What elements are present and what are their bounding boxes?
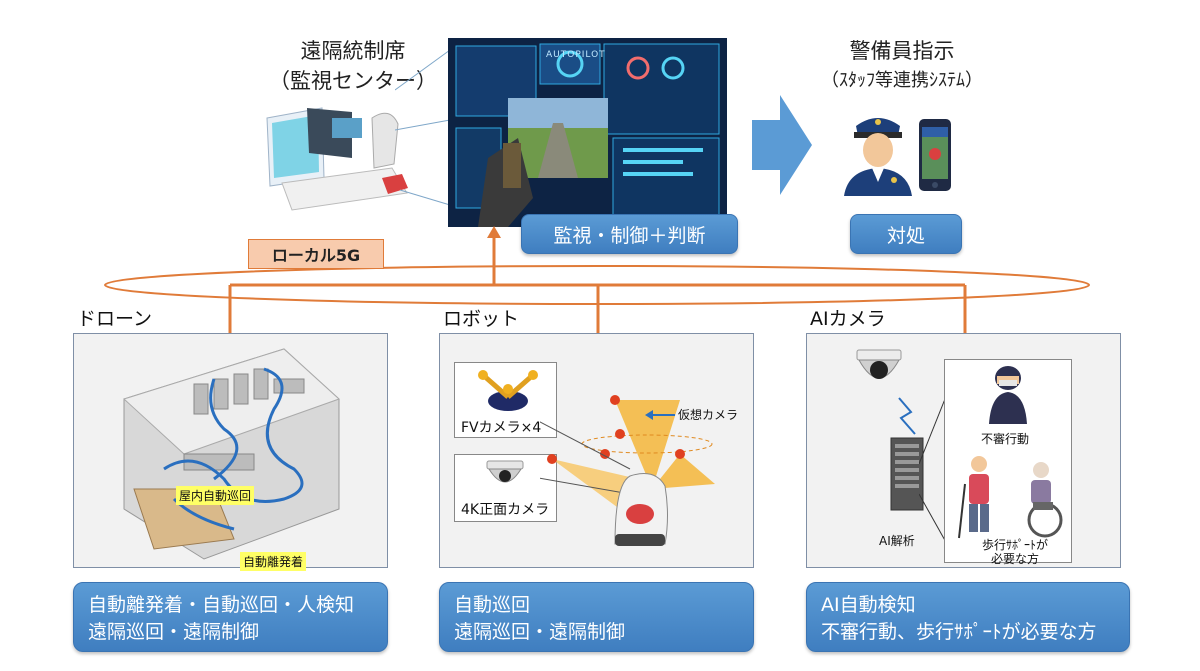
robot-panel: FVカメラ×4 4K正面カメラ 仮想カメラ bbox=[439, 333, 754, 568]
robot-desc-line2: 遠隔巡回・遠隔制御 bbox=[454, 621, 626, 643]
k4-camera-label: 4K正面カメラ bbox=[461, 502, 550, 518]
drone-label: ドローン bbox=[77, 308, 153, 330]
aicam-desc-line2: 不審行動、歩行ｻﾎﾟｰﾄが必要な方 bbox=[821, 621, 1097, 643]
support-label-line2: 必要な方 bbox=[990, 552, 1039, 566]
fv-camera-label: FVカメラ×4 bbox=[461, 420, 542, 436]
robot-desc-line1: 自動巡回 bbox=[454, 594, 531, 616]
robot-camera-cones bbox=[540, 395, 715, 546]
drone-takeoff-tag: 自動離発着 bbox=[240, 552, 307, 571]
ai-analysis-label: AI解析 bbox=[879, 534, 915, 548]
center-title-line2: （監視センター） bbox=[269, 69, 437, 93]
ai-link-lines bbox=[919, 394, 948, 544]
ai-server-icon bbox=[890, 437, 924, 511]
guard-title-line1: 警備員指示 bbox=[849, 39, 955, 63]
cockpit-illustration bbox=[266, 107, 408, 211]
monitor-title: AUTOPILOT bbox=[546, 50, 606, 60]
center-title: 遠隔統制席 （監視センター） bbox=[268, 36, 438, 96]
smartphone-icon bbox=[919, 119, 951, 191]
wheelchair-person-icon bbox=[1027, 462, 1063, 538]
control-room-screens bbox=[448, 38, 727, 227]
virtual-camera-label: 仮想カメラ bbox=[678, 408, 739, 422]
fv-camera-box: FVカメラ×4 bbox=[454, 362, 557, 438]
drone-panel: 屋内自動巡回 自動離発着 bbox=[73, 333, 388, 571]
connector-lines bbox=[395, 49, 451, 206]
suspicious-label: 不審行動 bbox=[981, 432, 1030, 446]
drone-desc-pill: 自動離発着・自動巡回・人検知 遠隔巡回・遠隔制御 bbox=[73, 582, 388, 652]
drone-indoor-tag: 屋内自動巡回 bbox=[176, 486, 255, 505]
ai-detection-box: 不審行動 歩行ｻﾎﾟｰﾄが 必要な方 bbox=[944, 359, 1072, 566]
walking-support-person-icon bbox=[958, 456, 989, 539]
aicam-panel: AI解析 不審行動 歩行ｻﾎﾟｰﾄが 必要な方 bbox=[806, 333, 1121, 568]
monitor-control-pill: 監視・制御＋判断 bbox=[521, 214, 738, 254]
suspicious-person-icon bbox=[989, 366, 1027, 424]
support-label-line1: 歩行ｻﾎﾟｰﾄが bbox=[981, 538, 1048, 552]
k4-camera-box: 4K正面カメラ bbox=[454, 454, 557, 522]
drone-desc-line1: 自動離発着・自動巡回・人検知 bbox=[88, 594, 355, 616]
wireless-signal-icon bbox=[898, 397, 916, 435]
guard-title: 警備員指示 （ｽﾀｯﾌ等連携ｼｽﾃﾑ） bbox=[792, 36, 1012, 96]
support-label: 歩行ｻﾎﾟｰﾄが 必要な方 bbox=[975, 538, 1055, 566]
drone-desc-line2: 遠隔巡回・遠隔制御 bbox=[88, 621, 260, 643]
dome-camera-icon bbox=[486, 460, 524, 483]
security-guard-icon bbox=[844, 118, 912, 196]
fv-camera-icon bbox=[478, 370, 538, 411]
right-arrow-icon bbox=[752, 95, 812, 195]
local-5g-badge: ローカル5G bbox=[248, 239, 384, 269]
control-room-image: AUTOPILOT bbox=[448, 38, 727, 227]
aicam-desc-pill: AI自動検知 不審行動、歩行ｻﾎﾟｰﾄが必要な方 bbox=[806, 582, 1130, 652]
ai-dome-camera-icon bbox=[856, 349, 902, 379]
response-pill: 対処 bbox=[850, 214, 962, 254]
robot-label: ロボット bbox=[443, 308, 520, 330]
robot-desc-pill: 自動巡回 遠隔巡回・遠隔制御 bbox=[439, 582, 754, 652]
guard-title-line2: （ｽﾀｯﾌ等連携ｼｽﾃﾑ） bbox=[821, 70, 983, 91]
center-title-line1: 遠隔統制席 bbox=[300, 39, 406, 63]
aicam-desc-line1: AI自動検知 bbox=[821, 594, 916, 616]
aicam-label: AIカメラ bbox=[810, 308, 886, 330]
virtual-camera-arrow-icon bbox=[645, 410, 675, 420]
drone-floor-map bbox=[123, 348, 340, 560]
